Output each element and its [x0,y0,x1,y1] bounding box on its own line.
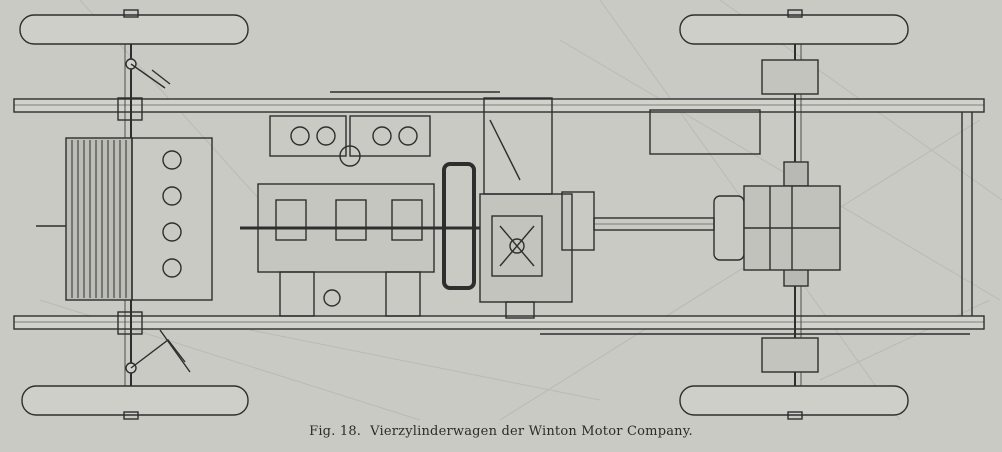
figure-number: Fig. 18. [309,424,362,439]
radiator [36,137,213,301]
flywheel [442,162,476,290]
propeller-shaft [593,217,715,231]
frame-rail-top [13,98,985,113]
differential [713,185,841,271]
front-wheel-left [19,9,249,45]
gearbox [479,97,595,319]
figure-caption: Fig. 18. Vierzylinderwagen der Winton Mot… [0,424,1002,439]
figure-title: Vierzylinderwagen der Winton Motor Compa… [370,424,693,439]
frame-rail-bottom [13,315,985,330]
rear-wheel-left [679,9,909,45]
steering-linkage [130,63,191,373]
rear-wheel-right [679,385,909,420]
engine-block [240,115,480,317]
front-wheel-right [21,385,249,420]
